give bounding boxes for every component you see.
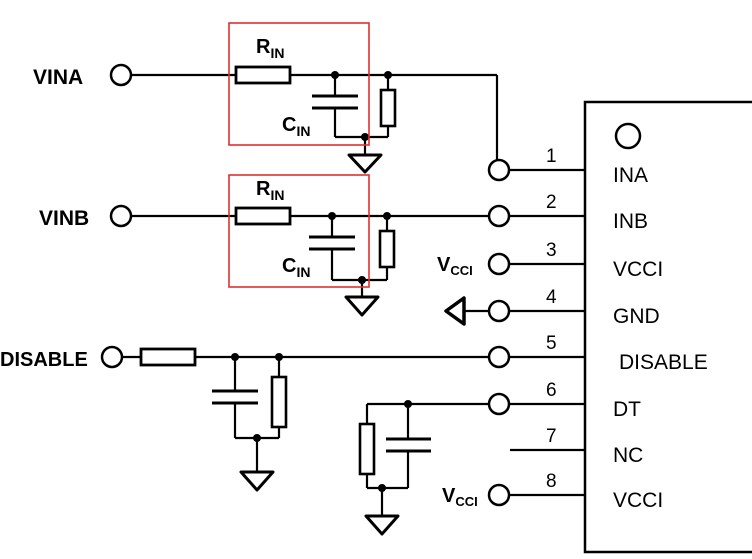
pin-8: 8 VCCI xyxy=(487,471,663,512)
vinb-filter: VINB RIN CIN xyxy=(39,174,489,317)
pin-2-terminal xyxy=(487,204,511,228)
pin-7: 7 NC xyxy=(510,426,643,467)
pin-3-terminal xyxy=(487,252,511,276)
pin-4-terminal xyxy=(487,299,511,323)
pin-4: 4 GND xyxy=(464,287,660,328)
vina-shunt-resistor xyxy=(379,88,397,128)
disable-series-resistor xyxy=(139,347,197,367)
pin-6-terminal xyxy=(487,392,511,416)
pin-6-number: 6 xyxy=(546,380,557,401)
pin-4-ground-icon xyxy=(444,296,466,326)
pin-5-terminal xyxy=(487,345,511,369)
pin-6: 6 DT xyxy=(487,380,641,421)
pin-2-name: INB xyxy=(613,210,648,233)
disable-filter: DISABLE xyxy=(0,345,489,492)
vina-rin-label: RIN xyxy=(256,36,284,61)
pin-3: 3 VCCI xyxy=(487,240,663,281)
pin-6-name: DT xyxy=(613,398,641,421)
pin-7-number: 7 xyxy=(546,426,557,447)
pin-7-name: NC xyxy=(613,444,643,467)
vinb-cin-label: CIN xyxy=(282,255,310,280)
vinb-highlight-box xyxy=(228,174,370,288)
vinb-ground-icon xyxy=(344,295,380,317)
vinb-rin-label: RIN xyxy=(256,178,284,203)
pin-1-terminal xyxy=(487,158,511,182)
disable-ground-icon xyxy=(239,470,275,492)
vina-rin-resistor xyxy=(234,65,292,85)
vcci-label-pin3: VCCI xyxy=(437,254,473,278)
vina-label: VINA xyxy=(33,66,83,89)
pin-3-number: 3 xyxy=(546,240,557,261)
pin-4-name: GND xyxy=(613,305,660,328)
pin-5: 5 DISABLE xyxy=(487,333,708,374)
pin-5-name: DISABLE xyxy=(619,351,708,374)
pin-8-number: 8 xyxy=(546,471,557,492)
pin-4-number: 4 xyxy=(546,287,557,308)
disable-label: DISABLE xyxy=(0,349,88,371)
ic-chip xyxy=(583,100,752,554)
vinb-terminal xyxy=(109,204,133,228)
vinb-label: VINB xyxy=(39,207,89,230)
vcci-label-pin8: VCCI xyxy=(442,485,478,509)
disable-shunt-resistor xyxy=(270,375,288,429)
pin1-marker xyxy=(614,122,642,150)
pin-1: 1 INA xyxy=(487,146,648,187)
vina-highlight-box xyxy=(228,22,370,146)
dt-ground-icon xyxy=(364,514,400,536)
disable-terminal xyxy=(100,345,124,369)
vina-filter: VINA RIN CIN xyxy=(33,22,499,174)
pin-1-name: INA xyxy=(613,164,648,187)
ic-body xyxy=(583,100,752,554)
pin-3-name: VCCI xyxy=(613,258,663,281)
vina-ground-icon xyxy=(347,153,383,174)
pin-8-name: VCCI xyxy=(613,489,663,512)
dt-network xyxy=(358,400,489,536)
pin-1-number: 1 xyxy=(546,146,557,167)
vinb-rin-resistor xyxy=(234,206,292,226)
pin-8-terminal xyxy=(487,483,511,507)
pin-5-number: 5 xyxy=(546,333,557,354)
dt-resistor xyxy=(358,422,376,476)
vinb-shunt-resistor xyxy=(378,229,396,269)
vina-cin-label: CIN xyxy=(282,114,310,139)
vina-terminal xyxy=(109,63,133,87)
pin-2-number: 2 xyxy=(546,192,557,213)
